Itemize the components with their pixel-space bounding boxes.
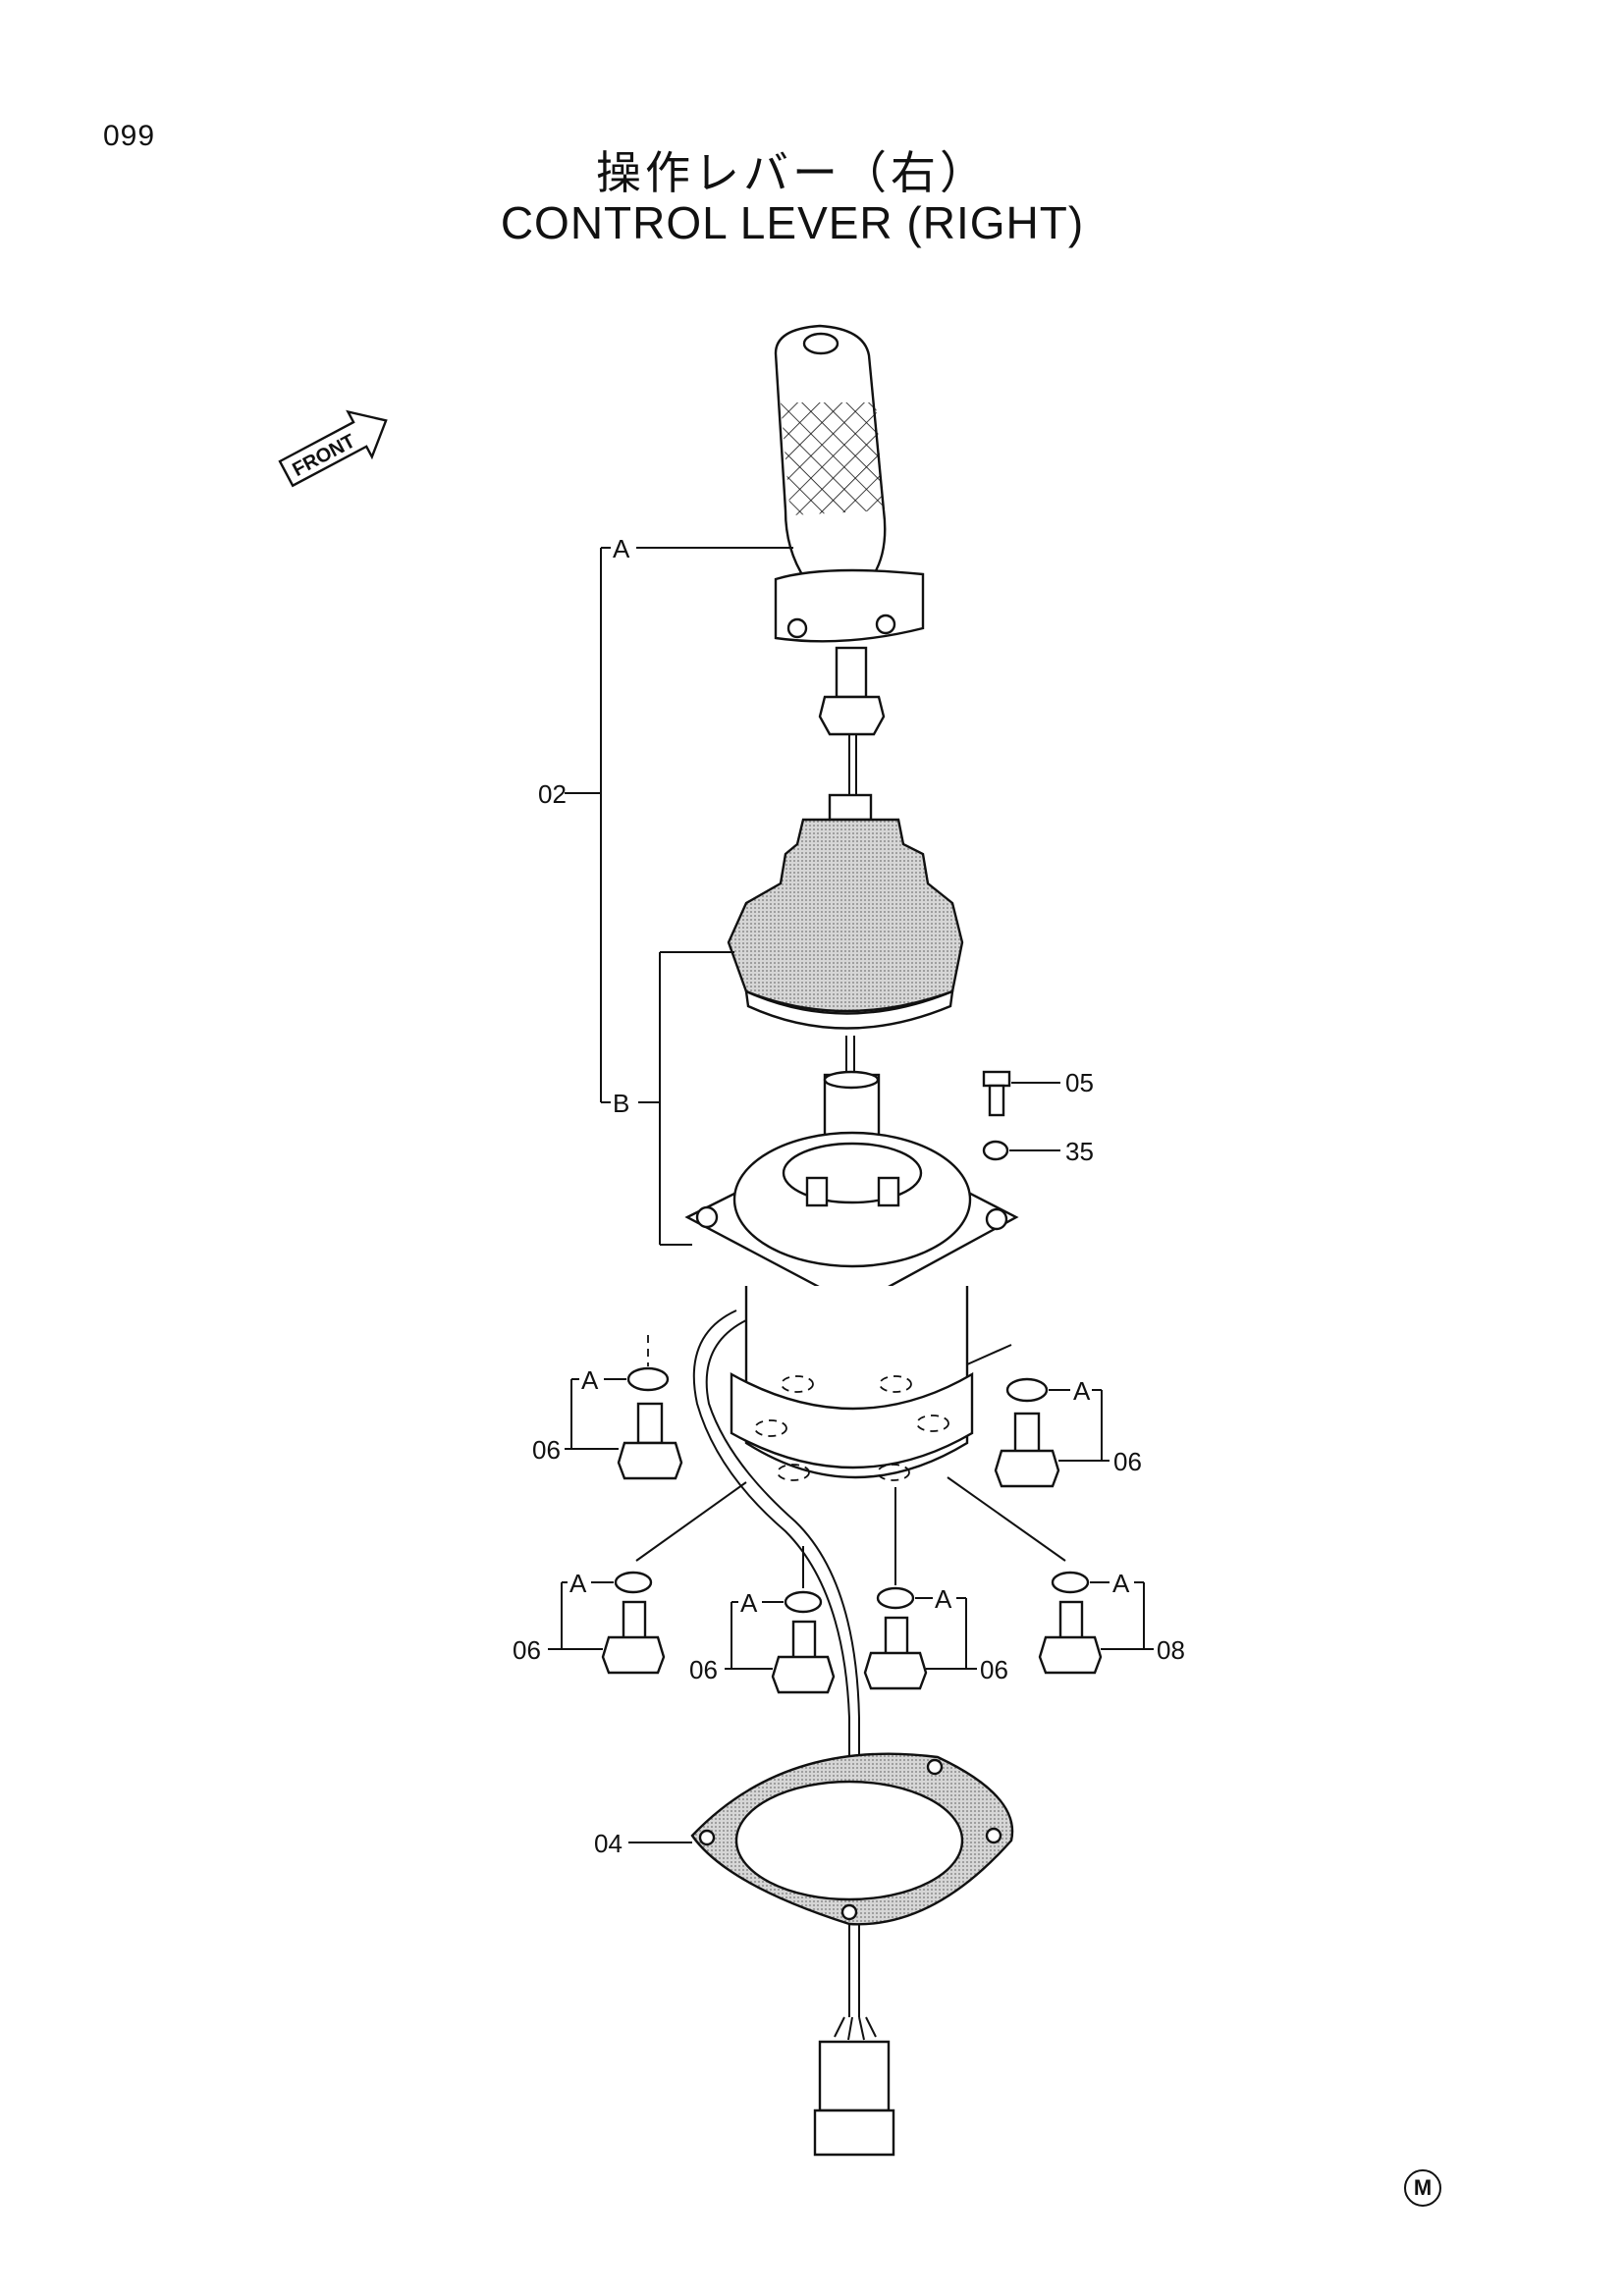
lever-grip	[774, 324, 925, 805]
valve-bottom-4: A 08	[947, 1476, 1185, 1675]
valve-bottom-1: A 06	[513, 1481, 747, 1675]
gasket	[690, 1752, 1014, 1926]
label-05: 05	[1065, 1068, 1094, 1097]
title-english: CONTROL LEVER (RIGHT)	[500, 197, 1085, 248]
front-arrow-icon: FRONT	[278, 409, 388, 488]
label-a-bottom-4: A	[1112, 1569, 1130, 1598]
valve-right-upper: A 06	[966, 1344, 1142, 1488]
label-06-right-upper: 06	[1113, 1447, 1142, 1476]
housing	[684, 1070, 1019, 1953]
cable-connector	[813, 1924, 895, 2157]
label-a-bottom-3: A	[935, 1584, 952, 1614]
valve-left-upper: A 06	[532, 1335, 683, 1480]
label-06-bottom-2: 06	[689, 1655, 718, 1684]
lock-washer	[982, 1140, 1009, 1161]
label-a-bottom-2: A	[740, 1588, 758, 1618]
page-number: 099	[103, 120, 156, 152]
label-02: 02	[538, 779, 567, 809]
label-08: 08	[1157, 1635, 1185, 1665]
valve-bottom-3: A 06	[863, 1487, 1008, 1690]
valve-bottom-2: A 06	[689, 1546, 836, 1694]
label-a-left-upper: A	[581, 1365, 599, 1395]
label-a-grip: A	[613, 534, 630, 563]
label-a-right-upper: A	[1073, 1376, 1091, 1406]
label-a-bottom-1: A	[569, 1569, 587, 1598]
label-b-boot: B	[613, 1089, 629, 1118]
title-japanese: 操作レバー（右）	[596, 146, 989, 199]
corner-mark: M	[1404, 2169, 1441, 2207]
label-06-bottom-3: 06	[980, 1655, 1008, 1684]
label-06-left-upper: 06	[532, 1435, 561, 1465]
assembly-bracket: A B 02	[538, 534, 793, 1246]
label-04: 04	[594, 1829, 623, 1858]
rubber-boot	[727, 793, 964, 1080]
cap-screw	[982, 1070, 1011, 1117]
label-35: 35	[1065, 1137, 1094, 1166]
label-06-bottom-1: 06	[513, 1635, 541, 1665]
